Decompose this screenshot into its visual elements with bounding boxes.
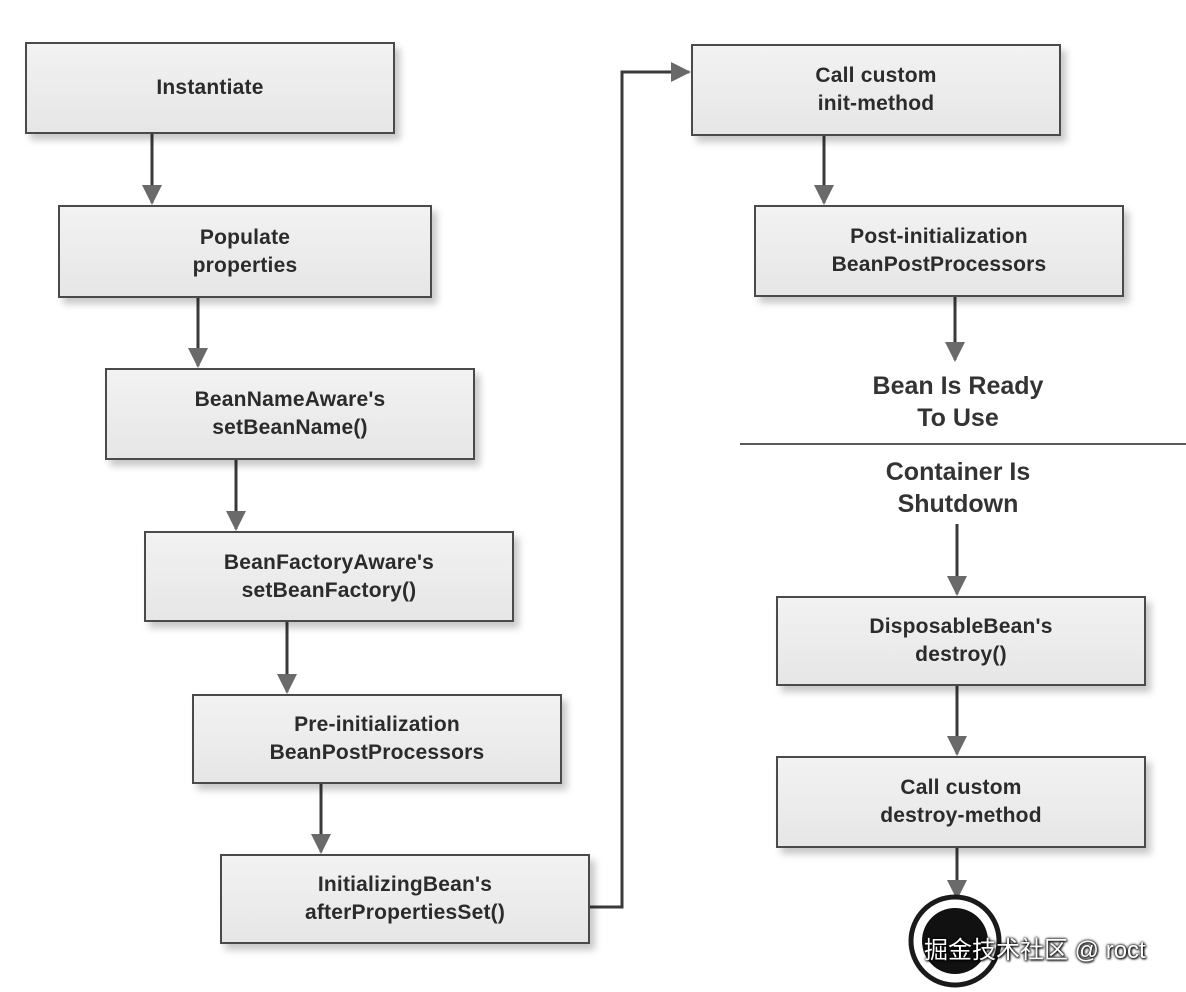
state-line: To Use [917,404,999,432]
state-shutdown: Container Is Shutdown [800,456,1116,520]
end-state-icon [908,894,1002,988]
step-line: BeanNameAware's [194,388,386,411]
step-line: afterPropertiesSet() [304,901,506,924]
state-line: Container Is [885,458,1031,486]
step-initializingbean: InitializingBean's afterPropertiesSet() [220,854,590,944]
arrow-initializingbean-to-initmethod [590,62,691,909]
step-pre-initialization: Pre-initialization BeanPostProcessors [192,694,562,784]
step-line: DisposableBean's [869,615,1053,638]
step-disposablebean: DisposableBean's destroy() [776,596,1146,686]
step-line: Call custom [815,64,937,87]
step-line: BeanFactoryAware's [223,550,435,574]
step-instantiate: Instantiate [25,42,395,134]
step-line: Pre-initialization [294,713,460,736]
step-line: Instantiate [156,76,264,99]
step-populate-properties: Populate properties [58,205,432,298]
step-line: Call custom [900,776,1022,799]
step-line: properties [192,253,298,277]
step-line: destroy-method [880,804,1042,827]
step-line: BeanPostProcessors [831,253,1047,276]
step-beannameaware: BeanNameAware's setBeanName() [105,368,475,460]
step-post-initialization: Post-initialization BeanPostProcessors [754,205,1124,297]
step-line: BeanPostProcessors [269,741,485,764]
step-destroy-method: Call custom destroy-method [776,756,1146,848]
step-line: Populate [199,225,291,249]
step-line: setBeanFactory() [241,578,417,602]
step-line: init-method [817,92,935,115]
state-ready: Bean Is Ready To Use [800,370,1116,434]
step-line: Post-initialization [850,225,1028,248]
state-line: Bean Is Ready [872,372,1044,400]
step-line: destroy() [915,643,1007,666]
step-line: InitializingBean's [317,873,493,896]
watermark: 掘金技术社区 @ roct [924,937,1146,964]
step-line: setBeanName() [212,416,368,439]
state-line: Shutdown [897,490,1019,518]
step-beanfactoryaware: BeanFactoryAware's setBeanFactory() [144,531,514,622]
step-init-method: Call custom init-method [691,44,1061,136]
